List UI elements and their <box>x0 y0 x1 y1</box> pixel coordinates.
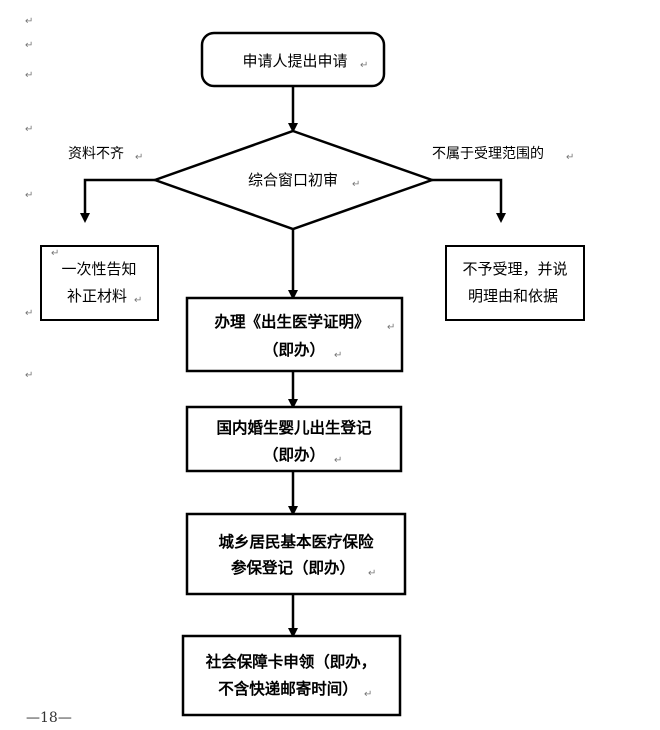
step3-line-2: 参保登记（即办） <box>231 558 355 577</box>
step2-line-1: 国内婚生婴儿出生登记 <box>216 418 372 437</box>
right-box-line-2: 明理由和依据 <box>468 287 558 305</box>
right-box-line-1: 不予受理，并说 <box>462 260 567 278</box>
review-decision-node: 综合窗口初审 ↵ <box>151 129 436 231</box>
paragraph-mark: ↵ <box>334 350 342 361</box>
paragraph-mark: ↵ <box>25 190 33 201</box>
start-node: 申请人提出申请 ↵ <box>200 31 386 88</box>
step1-line-2: （即办） <box>263 340 325 359</box>
paragraph-mark: ↵ <box>368 568 376 579</box>
right-result-box: 不予受理，并说 明理由和依据 <box>445 245 585 321</box>
paragraph-mark: ↵ <box>364 689 372 700</box>
page-number: —18— <box>26 710 72 726</box>
paragraph-mark: ↵ <box>25 16 33 27</box>
step1-line-1: 办理《出生医学证明》 <box>214 312 369 331</box>
paragraph-mark: ↵ <box>25 70 33 81</box>
step2-node: 国内婚生婴儿出生登记 （即办） ↵ <box>185 405 403 473</box>
arrow-review-to-right <box>432 178 506 223</box>
paragraph-mark: ↵ <box>352 179 360 190</box>
paragraph-mark: ↵ <box>25 308 33 319</box>
step4-line-2: 不含快递邮寄时间） <box>218 679 358 698</box>
step3-node: 城乡居民基本医疗保险 参保登记（即办） ↵ <box>185 512 407 596</box>
step1-node: 办理《出生医学证明》 （即办） ↵ ↵ <box>185 296 404 373</box>
left-branch: 资料不齐 ↵ <box>68 146 155 223</box>
start-node-label: 申请人提出申请 <box>242 52 347 70</box>
paragraph-mark: ↵ <box>25 370 33 381</box>
paragraph-mark: ↵ <box>334 455 342 466</box>
paragraph-mark: ↵ <box>360 60 368 71</box>
step4-line-1: 社会保障卡申领（即办， <box>205 652 377 671</box>
right-branch: 不属于受理范围的 ↵ <box>432 145 574 223</box>
paragraph-mark: ↵ <box>25 40 33 51</box>
paragraph-mark: ↵ <box>135 152 143 163</box>
paragraph-mark: ↵ <box>566 152 574 163</box>
left-result-box: 一次性告知 补正材料 ↵ ↵ <box>40 245 159 321</box>
paragraph-mark: ↵ <box>134 295 142 306</box>
paragraph-mark: ↵ <box>51 248 59 259</box>
left-box-line-2: 补正材料 <box>67 287 127 305</box>
margin-paragraph-marks: ↵ ↵ ↵ ↵ ↵ ↵ ↵ <box>25 16 33 381</box>
paragraph-mark: ↵ <box>387 322 395 333</box>
left-box-line-1: 一次性告知 <box>61 260 136 278</box>
step4-node: 社会保障卡申领（即办， 不含快递邮寄时间） ↵ <box>181 634 402 717</box>
step2-line-2: （即办） <box>263 445 325 464</box>
branch-label-out-of-scope: 不属于受理范围的 <box>432 145 544 162</box>
arrow-review-to-left <box>80 178 155 223</box>
branch-label-incomplete: 资料不齐 <box>68 146 124 162</box>
review-node-label: 综合窗口初审 <box>248 171 338 189</box>
paragraph-mark: ↵ <box>25 124 33 135</box>
step3-line-1: 城乡居民基本医疗保险 <box>218 532 374 551</box>
